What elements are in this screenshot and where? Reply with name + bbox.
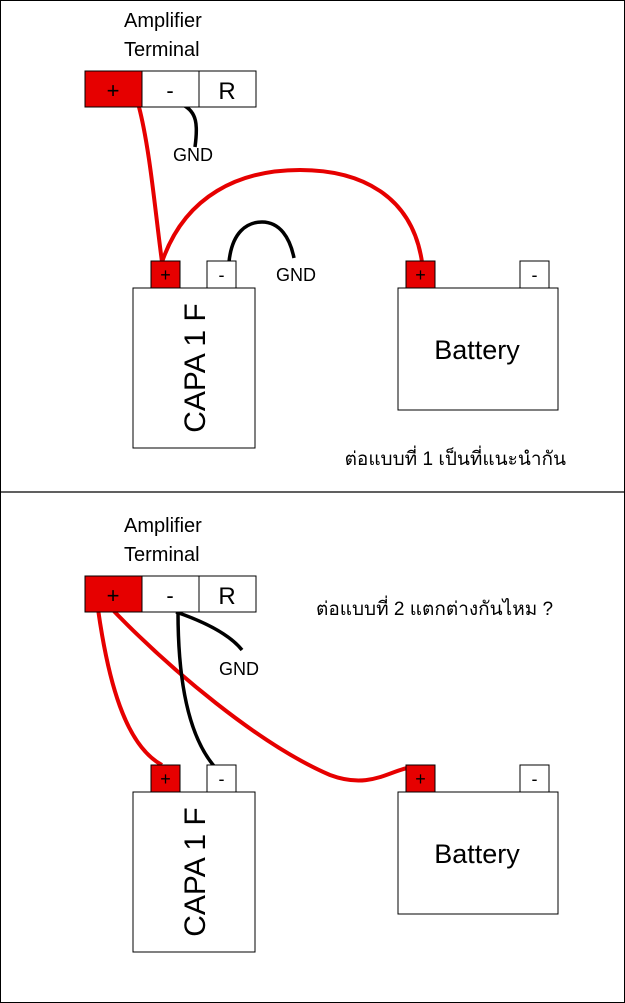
amp-pos-label: + [107, 583, 120, 608]
cap-pos-label: + [160, 769, 171, 789]
amp-remote-label: R [218, 583, 235, 610]
amp-pos-terminal [84, 70, 143, 108]
battery-neg-terminal [519, 260, 550, 289]
battery-pos-label: + [415, 265, 426, 285]
amp-title-line2: Terminal [124, 544, 200, 566]
amp-pos-terminal [84, 575, 143, 613]
cap-pos-terminal [150, 260, 181, 289]
wire-cap-neg-to-gnd [227, 220, 296, 263]
capacitor-label: CAPA 1 F [179, 807, 212, 937]
amp-title-line2: Terminal [124, 39, 200, 61]
amp-title-line1: Amplifier [124, 10, 202, 32]
cap-pos-label: + [160, 265, 171, 285]
panel-1-note: ต่อแบบที่ 1 เป็นที่แนะนำกัน [345, 445, 566, 470]
amp-pos-label: + [107, 78, 120, 103]
wire-amp-pos-to-cap-pos [137, 106, 164, 263]
cap-pos-terminal [150, 764, 181, 793]
cap-neg-label: - [219, 769, 225, 789]
battery-body [397, 791, 559, 915]
battery-body [397, 287, 559, 411]
amp-neg-label: - [166, 78, 173, 103]
battery-label: Battery [434, 839, 520, 869]
cap-neg-terminal [206, 764, 237, 793]
battery-label: Battery [434, 335, 520, 365]
wire-amp-neg-to-gnd [175, 610, 244, 652]
amp-neg-terminal [141, 70, 200, 108]
wire-amp-pos-to-battery-pos [106, 603, 413, 783]
capacitor-body [132, 287, 256, 449]
amp-gnd-label: GND [173, 145, 213, 165]
amp-remote-terminal [198, 575, 257, 613]
cap-neg-label: - [219, 265, 225, 285]
wire-cap-pos-to-battery-pos [160, 167, 424, 263]
panel-2-note: ต่อแบบที่ 2 แตกต่างกันไหม ? [316, 595, 553, 620]
cap-neg-terminal [206, 260, 237, 289]
battery-neg-terminal [519, 764, 550, 793]
cap-gnd-label: GND [276, 265, 316, 285]
wire-amp-neg-to-cap-neg [176, 611, 216, 768]
amp-remote-terminal [198, 70, 257, 108]
amp-neg-label: - [166, 583, 173, 608]
battery-pos-label: + [415, 769, 426, 789]
wire-amp-pos-to-cap-pos [96, 608, 163, 767]
battery-neg-label: - [532, 769, 538, 789]
capacitor-body [132, 791, 256, 953]
battery-neg-label: - [532, 265, 538, 285]
panel-2: Amplifier Terminal + - R GND ต่อแบบที่ 2… [84, 515, 559, 953]
amp-remote-label: R [218, 78, 235, 105]
capacitor-label: CAPA 1 F [179, 303, 212, 433]
amp-gnd-label: GND [219, 659, 259, 679]
amp-title-line1: Amplifier [124, 515, 202, 537]
panel-1: Amplifier Terminal + - R GND + - CAPA 1 … [84, 10, 566, 470]
